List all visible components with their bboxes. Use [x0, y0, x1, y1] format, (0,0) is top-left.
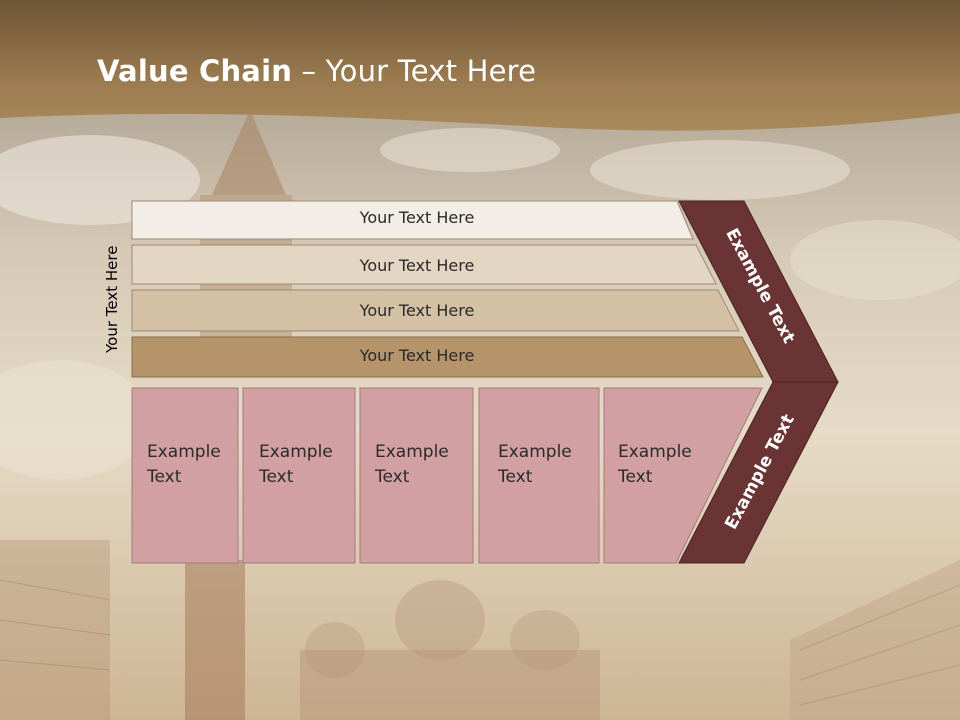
- box-5-line1: Example: [618, 442, 692, 462]
- box-4-line1: Example: [498, 442, 572, 462]
- support-row-2-label: Your Text Here: [359, 256, 475, 275]
- side-vertical-label: Your Text Here: [103, 245, 121, 353]
- box-1-line1: Example: [147, 442, 221, 462]
- box-4-line2: Text: [498, 467, 533, 487]
- title-rest: – Your Text Here: [292, 54, 537, 88]
- page-title: Value Chain – Your Text Here: [97, 54, 536, 88]
- title-bold: Value Chain: [97, 54, 293, 88]
- support-row-3-label: Your Text Here: [359, 301, 475, 320]
- chevron-bottom-label: Example Text: [721, 411, 799, 533]
- chevron-top-label: Example Text: [721, 225, 799, 347]
- box-1-line2: Text: [147, 467, 182, 487]
- diagram-reflection: [0, 565, 960, 720]
- box-3-line1: Example: [375, 442, 449, 462]
- box-2-line1: Example: [259, 442, 333, 462]
- box-3-line2: Text: [375, 467, 410, 487]
- support-row-4-label: Your Text Here: [359, 346, 475, 365]
- support-row-1-label: Your Text Here: [359, 208, 475, 227]
- box-2-line2: Text: [259, 467, 294, 487]
- box-5-line2: Text: [618, 467, 653, 487]
